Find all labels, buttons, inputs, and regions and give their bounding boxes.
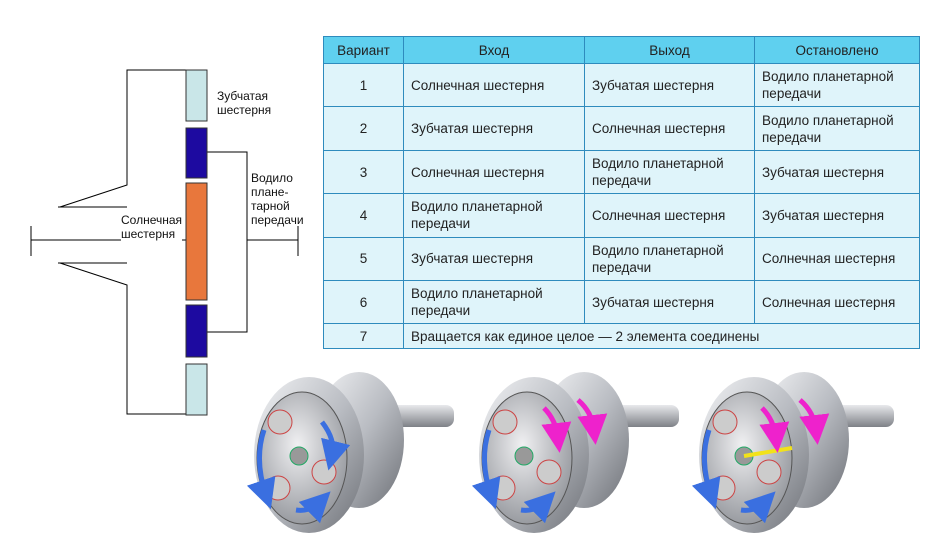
cell-variant: 2	[323, 106, 404, 151]
sun-gear-label: Солнечная шестерня	[121, 213, 183, 241]
planet-gear	[536, 459, 562, 485]
cell-output: Зубчатая шестерня	[584, 62, 755, 108]
ring-gear-lower-line	[59, 262, 186, 415]
planet-gear	[492, 409, 518, 435]
magenta-rotation-arrow	[541, 406, 572, 453]
sun-gear	[514, 446, 534, 466]
carrier-frame	[207, 151, 248, 333]
cell-stopped: Зубчатая шестерня	[754, 149, 920, 195]
planet-gear-block-bottom	[185, 304, 208, 358]
cell-input: Водило планетарной передачи	[403, 280, 585, 325]
cell-output: Зубчатая шестерня	[584, 280, 755, 325]
table-row: 2 Зубчатая шестерня Солнечная шестерня В…	[323, 106, 920, 151]
table-row: 3 Солнечная шестерня Водило планетарной …	[323, 149, 920, 195]
cell-output: Водило планетарной передачи	[584, 236, 755, 282]
cell-output: Водило планетарной передачи	[584, 149, 755, 195]
cell-input: Солнечная шестерня	[403, 149, 585, 195]
gear-illustration-3	[691, 372, 894, 533]
blue-rotation-arrow	[691, 429, 721, 510]
ring-gear-block-top	[185, 69, 208, 122]
table-row: 1 Солнечная шестерня Зубчатая шестерня В…	[323, 62, 920, 108]
planet-gear	[712, 409, 738, 435]
planetary-gear-schematic	[30, 69, 299, 416]
blue-rotation-arrow	[740, 491, 776, 524]
header-input: Вход	[403, 36, 585, 64]
cell-variant: 5	[323, 236, 404, 282]
ring-gear-upper-line	[59, 69, 186, 208]
cell-variant: 1	[323, 62, 404, 108]
cell-output: Солнечная шестерня	[584, 106, 755, 151]
table-header-row: Вариант Вход Выход Остановлено	[323, 36, 920, 64]
cell-variant: 7	[323, 323, 404, 349]
planetary-gear-illustrations	[246, 372, 894, 533]
planet-gear	[756, 459, 782, 485]
gear-illustration-1	[246, 372, 454, 533]
cell-stopped: Солнечная шестерня	[754, 236, 920, 282]
cell-merged-description: Вращается как единое целое — 2 элемента …	[403, 323, 920, 349]
cell-variant: 4	[323, 193, 404, 238]
cell-variant: 3	[323, 149, 404, 195]
sun-gear	[289, 446, 309, 466]
cell-input: Зубчатая шестерня	[403, 236, 585, 282]
header-output: Выход	[584, 36, 755, 64]
gear-variants-table: Вариант Вход Выход Остановлено 1 Солнечн…	[323, 36, 920, 349]
cell-variant: 6	[323, 280, 404, 325]
magenta-rotation-arrow	[798, 398, 830, 445]
planet-gear	[311, 459, 337, 485]
cell-stopped: Зубчатая шестерня	[754, 193, 920, 238]
planet-gear	[710, 475, 736, 501]
table-row: 6 Водило планетарной передачи Зубчатая ш…	[323, 280, 920, 325]
planet-gear	[267, 409, 293, 435]
cell-output: Солнечная шестерня	[584, 193, 755, 238]
header-stopped: Остановлено	[754, 36, 920, 64]
blue-rotation-arrow	[520, 491, 556, 524]
table-row: 4 Водило планетарной передачи Солнечная …	[323, 193, 920, 238]
ring-gear-block-bottom	[185, 363, 208, 416]
carrier-label: Водило плане- тарной передачи	[251, 171, 304, 227]
planet-gear	[265, 475, 291, 501]
cell-stopped: Водило планетарной передачи	[754, 106, 920, 151]
sun-gear-block	[185, 182, 208, 301]
cell-input: Зубчатая шестерня	[403, 106, 585, 151]
magenta-rotation-arrow	[576, 398, 608, 445]
blue-rotation-arrow	[246, 429, 276, 510]
gear-illustration-2	[471, 372, 679, 533]
ring-gear-label: Зубчатая шестерня	[217, 89, 272, 117]
blue-rotation-arrow	[471, 429, 501, 510]
magenta-rotation-arrow	[759, 406, 790, 453]
blue-rotation-arrow	[319, 420, 351, 471]
header-variant: Вариант	[323, 36, 404, 64]
cell-stopped: Солнечная шестерня	[754, 280, 920, 325]
cell-stopped: Водило планетарной передачи	[754, 62, 920, 108]
table-row: 5 Зубчатая шестерня Водило планетарной п…	[323, 236, 920, 282]
cell-input: Водило планетарной передачи	[403, 193, 585, 238]
blue-rotation-arrow	[295, 491, 331, 524]
planet-gear-block-top	[185, 127, 208, 179]
table-row-last: 7 Вращается как единое целое — 2 элемент…	[323, 323, 920, 349]
planet-gear	[490, 475, 516, 501]
cell-input: Солнечная шестерня	[403, 62, 585, 108]
